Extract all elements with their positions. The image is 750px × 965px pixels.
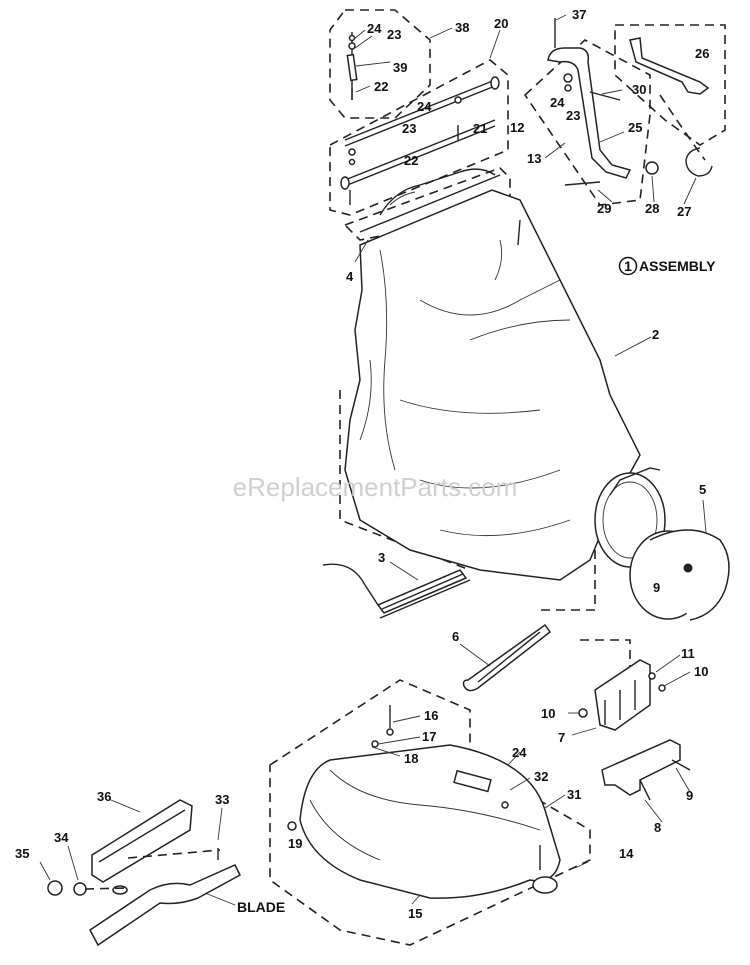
callout-19: 19: [288, 836, 302, 851]
bracket-8: [601, 739, 691, 801]
callout-7: 7: [558, 730, 565, 745]
callout-38: 38: [455, 20, 469, 35]
callout-23: 23: [387, 27, 401, 42]
callout-11: 11: [681, 646, 695, 661]
callout-10b: 10: [541, 706, 555, 721]
callout-9b: 9: [686, 788, 693, 803]
latch-bracket-26: [629, 37, 713, 177]
boundary-chute: [540, 520, 596, 611]
callout-31: 31: [567, 787, 581, 802]
callout-27: 27: [677, 204, 691, 219]
assembly-boundaries: [269, 9, 726, 946]
rod-assembly-38: [346, 32, 358, 100]
boundary-group-13: [523, 39, 651, 206]
callout-12: 12: [510, 120, 524, 135]
callout-6: 6: [452, 629, 459, 644]
heading-number: 1: [624, 258, 632, 274]
ring-27: [685, 147, 713, 177]
leader-lines: [39, 14, 707, 906]
callout-labels: 37 38 20 24 23 39 22 24 23 21 22 26 12 2…: [15, 7, 709, 921]
boundary-group-38: [329, 9, 431, 119]
grass-bag-2: [344, 189, 641, 581]
callout-33: 33: [215, 792, 229, 807]
callout-28: 28: [645, 201, 659, 216]
callout-35: 35: [15, 846, 29, 861]
callout-16: 16: [424, 708, 438, 723]
callout-29: 29: [597, 201, 611, 216]
boundary-group-4: [343, 167, 511, 241]
deflector-15: [287, 705, 561, 899]
callout-39: 39: [393, 60, 407, 75]
callout-22: 22: [374, 79, 388, 94]
callout-14: 14: [619, 846, 634, 861]
callout-24: 24: [367, 21, 382, 36]
callout-8: 8: [654, 820, 661, 835]
callout-2: 2: [652, 327, 659, 342]
callout-37: 37: [572, 7, 586, 22]
callout-20: 20: [494, 16, 508, 31]
callout-32: 32: [534, 769, 548, 784]
callout-36: 36: [97, 789, 111, 804]
rod-assembly-20: [340, 76, 500, 205]
cover-drum-5: [629, 529, 730, 621]
rod-6: [462, 623, 552, 692]
callout-4: 4: [346, 269, 354, 284]
callout-5: 5: [699, 482, 706, 497]
callout-23b: 23: [402, 121, 416, 136]
blade-area: [47, 799, 241, 947]
callout-24b: 24: [417, 99, 432, 114]
callout-34: 34: [54, 830, 69, 845]
callout-24c: 24: [550, 95, 565, 110]
callout-10: 10: [694, 664, 708, 679]
callout-9: 9: [653, 580, 660, 595]
boundary-group-20: [329, 59, 509, 216]
frame-4: [359, 168, 501, 233]
callout-17: 17: [422, 729, 436, 744]
rail-3: [322, 563, 471, 619]
callout-15: 15: [408, 906, 422, 921]
bracket-7: [578, 659, 666, 731]
watermark: eReplacementParts.com: [233, 472, 518, 502]
callout-3: 3: [378, 550, 385, 565]
assembly-heading: 1 ASSEMBLY: [618, 256, 716, 276]
callout-23c: 23: [566, 108, 580, 123]
boundary-group-26: [614, 24, 726, 146]
blade-label: BLADE: [237, 899, 285, 915]
callout-25: 25: [628, 120, 642, 135]
callout-21: 21: [473, 121, 487, 136]
boundary-group-14: [269, 679, 591, 946]
handle-bracket-13: [547, 18, 659, 186]
callout-13: 13: [527, 151, 541, 166]
callout-26: 26: [695, 46, 709, 61]
heading-text: ASSEMBLY: [639, 258, 716, 274]
heading-number-circle: [618, 256, 638, 276]
callout-30: 30: [632, 82, 646, 97]
callout-18: 18: [404, 751, 418, 766]
callout-24d: 24: [512, 745, 527, 760]
callout-22b: 22: [404, 153, 418, 168]
boundary-ring: [659, 94, 706, 161]
